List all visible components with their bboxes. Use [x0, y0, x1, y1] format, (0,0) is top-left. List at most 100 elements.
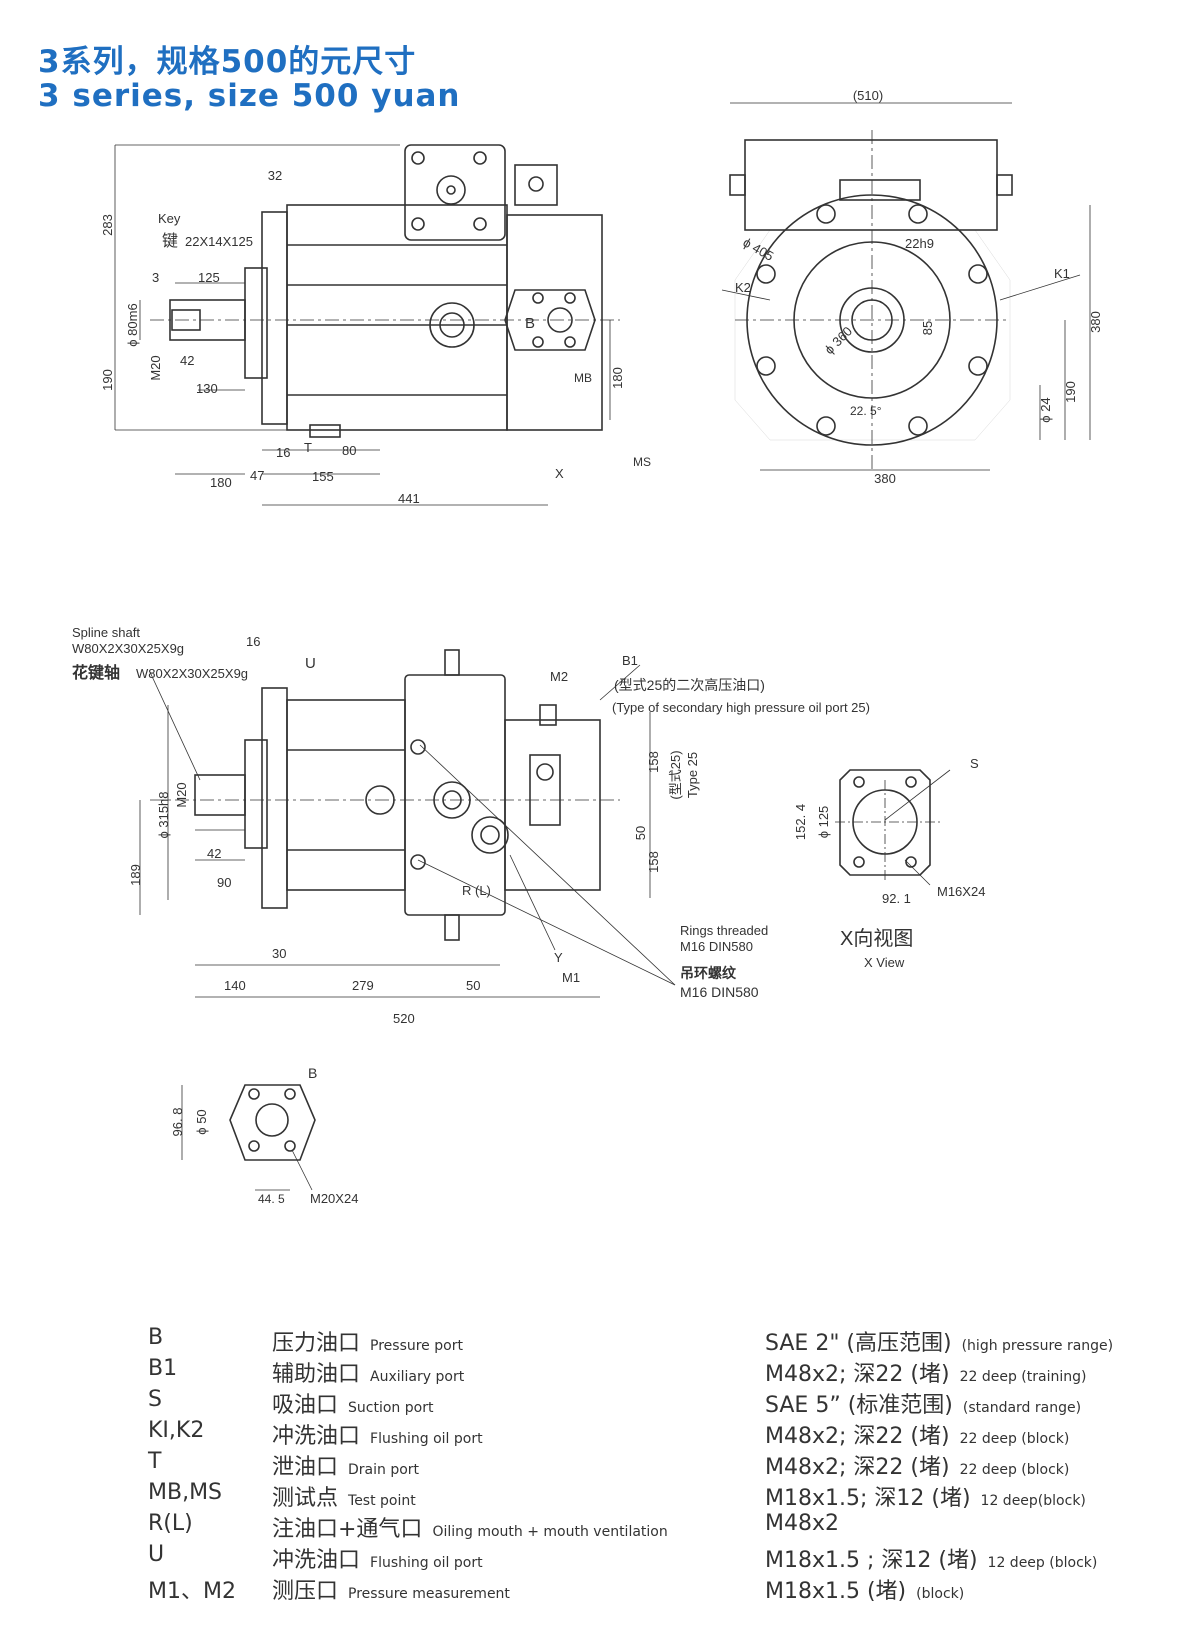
dim-510: (510): [853, 88, 883, 103]
technical-drawing: (510) 32 283 Key 键 22X14X125 3 125 ϕ 80m…: [72, 88, 1103, 1206]
label-b-small: B: [308, 1065, 317, 1081]
legend-spec: SAE 2" (高压范围)(high pressure range): [765, 1331, 1114, 1356]
dim-50-h: 50: [466, 978, 480, 993]
legend-note: 22 deep (training): [959, 1369, 1087, 1385]
dim-3: 3: [152, 270, 159, 285]
dim-80: 80: [342, 443, 356, 458]
dim-phi315: ϕ 315h8: [156, 791, 171, 838]
dim-125: 125: [198, 270, 220, 285]
dim-921: 92. 1: [882, 891, 911, 906]
dim-180-left: 180: [210, 475, 232, 490]
legend-code: R(L): [148, 1511, 193, 1536]
legend-spec: M18x1.5 ; 深12 (堵)12 deep (block): [765, 1548, 1098, 1573]
label-m20x24: M20X24: [310, 1191, 358, 1206]
label-y: Y: [554, 950, 563, 965]
label-m2: M2: [550, 669, 568, 684]
dim-140: 140: [224, 978, 246, 993]
dim-90: 90: [217, 875, 231, 890]
rings-en-1: Rings threaded: [680, 923, 768, 938]
legend-code: B: [148, 1325, 164, 1350]
spline-spec-en: W80X2X30X25X9g: [72, 641, 184, 656]
label-m1: M1: [562, 970, 580, 985]
legend-code: T: [148, 1449, 162, 1474]
angle-225: 22. 5°: [850, 404, 882, 418]
legend-spec: M48x2: [765, 1511, 839, 1536]
key-spec: 22X14X125: [185, 234, 253, 249]
legend-code: U: [148, 1542, 165, 1567]
legend-code: B1: [148, 1356, 178, 1381]
dim-1524: 152. 4: [793, 804, 808, 840]
label-k1: K1: [1054, 266, 1070, 281]
dim-m20-mid: M20: [174, 782, 189, 807]
dimension-lines-top: [114, 144, 611, 506]
dim-phi360: ϕ 360: [822, 323, 856, 357]
dim-m20-top: M20: [148, 355, 163, 380]
x-view: [835, 769, 951, 886]
legend-note: (high pressure range): [961, 1338, 1114, 1354]
legend-spec: M18x1.5; 深12 (堵)12 deep(block): [765, 1486, 1086, 1511]
legend-spec: M48x2; 深22 (堵)22 deep (block): [765, 1424, 1070, 1449]
b1-cn: (型式25的二次高压油口): [614, 677, 765, 693]
label-mb: MB: [574, 371, 592, 385]
dim-32: 32: [268, 168, 282, 183]
dim-16-top: 16: [276, 445, 290, 460]
rings-cn-1: 吊环螺纹: [680, 965, 737, 981]
dim-phi50: ϕ 50: [194, 1109, 209, 1134]
xview-en: X View: [864, 955, 905, 970]
legend-en: Pressure measurement: [348, 1586, 510, 1602]
label-m16x24: M16X24: [937, 884, 985, 899]
dim-50-v: 50: [633, 826, 648, 840]
side-view-top: [150, 144, 620, 438]
legend-en: Flushing oil port: [370, 1431, 483, 1447]
legend-note: 12 deep (block): [987, 1555, 1098, 1571]
dim-phi24: ϕ 24: [1038, 397, 1053, 422]
dim-190-left: 190: [100, 369, 115, 391]
dim-158a: 158: [646, 751, 661, 773]
legend-en: Suction port: [348, 1400, 434, 1416]
dim-380-v: 380: [1088, 311, 1103, 333]
label-k2: K2: [735, 280, 751, 295]
xview-cn: X向视图: [840, 927, 913, 950]
dim-968: 96. 8: [170, 1108, 185, 1137]
dim-445: 44. 5: [258, 1192, 285, 1206]
legend-code: KI,K2: [148, 1418, 205, 1443]
dim-130: 130: [196, 381, 218, 396]
dim-155: 155: [312, 469, 334, 484]
legend-spec: M48x2; 深22 (堵)22 deep (block): [765, 1455, 1070, 1480]
dim-441: 441: [398, 491, 420, 506]
dim-22h9: 22h9: [905, 236, 934, 251]
label-b-top: B: [525, 315, 535, 332]
dim-42-mid: 42: [207, 846, 221, 861]
legend-note: 22 deep (block): [959, 1431, 1070, 1447]
legend-en: Pressure port: [370, 1338, 463, 1354]
spline-spec-cn: W80X2X30X25X9g: [136, 666, 248, 681]
legend-note: (standard range): [962, 1400, 1082, 1416]
label-b1: B1: [622, 653, 638, 668]
legend-code: MB,MS: [148, 1480, 223, 1505]
label-t: T: [304, 440, 312, 455]
key-cn: 键: [162, 232, 178, 250]
legend-spec: M18x1.5 (堵)(block): [765, 1579, 965, 1604]
legend-en: Oiling mouth + mouth ventilation: [432, 1524, 668, 1540]
side-view-middle: [150, 649, 620, 941]
legend-en: Drain port: [348, 1462, 420, 1478]
legend-en: Flushing oil port: [370, 1555, 483, 1571]
dim-158b: 158: [646, 851, 661, 873]
dim-phi125: ϕ 125: [816, 806, 831, 839]
end-view: [729, 130, 1013, 470]
title-cn: 3系列，规格500的元尺寸: [38, 44, 417, 80]
dim-42-top: 42: [180, 353, 194, 368]
legend-spec: SAE 5” (标准范围)(standard range): [765, 1393, 1082, 1418]
label-x: X: [555, 466, 564, 481]
legend-note: 12 deep(block): [980, 1493, 1086, 1509]
dim-190-v: 190: [1063, 381, 1078, 403]
b1-en: (Type of secondary high pressure oil por…: [612, 700, 870, 715]
dim-phi80: ϕ 80m6: [125, 303, 140, 346]
dim-279: 279: [352, 978, 374, 993]
